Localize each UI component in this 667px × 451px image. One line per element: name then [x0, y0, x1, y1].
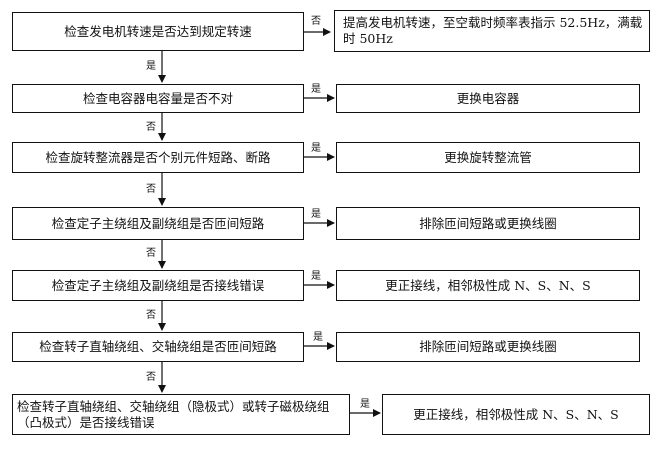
check-box-2: 检查电容器电容量是否不对: [12, 84, 304, 113]
action-box-6: 排除匝间短路或更换线圈: [336, 332, 640, 362]
down-label-1: 是: [146, 61, 156, 72]
down-label-4: 否: [146, 248, 156, 259]
branch-label-7: 是: [360, 399, 370, 410]
action-box-5: 更正接线，相邻极性成 N、S、N、S: [336, 270, 640, 301]
action-box-3: 更换旋转整流管: [336, 142, 640, 173]
branch-label-1: 否: [311, 16, 321, 27]
action-box-2: 更换电容器: [336, 84, 640, 113]
check-box-3: 检查旋转整流器是否个别元件短路、断路: [12, 142, 304, 173]
action-box-7: 更正接线，相邻极性成 N、S、N、S: [382, 394, 650, 435]
branch-label-2: 是: [311, 84, 321, 95]
down-label-5: 否: [146, 310, 156, 321]
check-box-7: 检查转子直轴绕组、交轴绕组（隐极式）或转子磁极绕组（凸极式）是否接线错误: [12, 394, 350, 435]
branch-label-4: 是: [311, 209, 321, 220]
action-box-4: 排除匝间短路或更换线圈: [336, 207, 640, 240]
down-label-3: 否: [146, 184, 156, 195]
check-box-5: 检查定子主绕组及副绕组是否接线错误: [12, 270, 304, 301]
branch-label-5: 是: [311, 271, 321, 282]
branch-label-6: 是: [313, 332, 323, 343]
down-label-2: 否: [146, 122, 156, 133]
action-box-1: 提高发电机转速，至空载时频率表指示 52.5Hz，满载时 50Hz: [334, 10, 650, 52]
check-box-1: 检查发电机转速是否达到规定转速: [12, 12, 304, 51]
check-box-6: 检查转子直轴绕组、交轴绕组是否匝间短路: [12, 332, 304, 362]
check-box-4: 检查定子主绕组及副绕组是否匝间短路: [12, 207, 304, 240]
down-label-6: 否: [146, 372, 156, 383]
branch-label-3: 是: [311, 143, 321, 154]
